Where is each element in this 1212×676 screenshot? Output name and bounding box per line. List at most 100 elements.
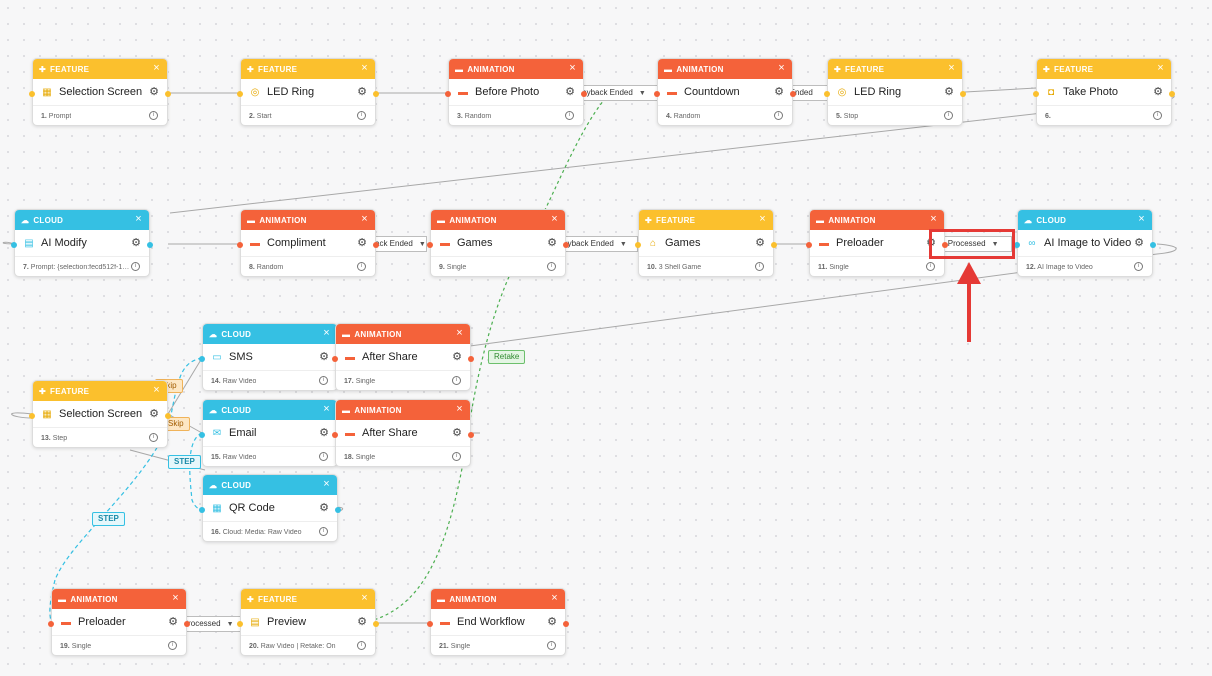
node-body[interactable]: ▬After Share⚙	[336, 420, 470, 447]
workflow-node[interactable]: ☁CLOUD×▦QR Code⚙16. Cloud: Media: Raw Vi…	[199, 474, 341, 542]
gear-icon[interactable]: ⚙	[131, 237, 141, 249]
node-body[interactable]: ▤Preview⚙	[241, 609, 375, 636]
node-body[interactable]: ◎LED Ring⚙	[828, 79, 962, 106]
node-body[interactable]: ▬Before Photo⚙	[449, 79, 583, 106]
info-icon[interactable]: i	[547, 641, 556, 650]
info-icon[interactable]: i	[755, 262, 764, 271]
close-icon[interactable]: ×	[569, 62, 576, 74]
close-icon[interactable]: ×	[153, 62, 160, 74]
input-port[interactable]	[806, 242, 812, 248]
info-icon[interactable]: i	[357, 262, 366, 271]
node-header[interactable]: ▬ANIMATION×	[52, 589, 186, 609]
node-body[interactable]: ▬Preloader⚙	[810, 230, 944, 257]
input-port[interactable]	[1033, 91, 1039, 97]
node-header[interactable]: ☁CLOUD×	[203, 475, 337, 495]
close-icon[interactable]: ×	[323, 403, 330, 415]
step-tag[interactable]: STEP	[92, 512, 125, 526]
close-icon[interactable]: ×	[361, 592, 368, 604]
node-body[interactable]: ▤AI Modify⚙	[15, 230, 149, 257]
input-port[interactable]	[29, 413, 35, 419]
close-icon[interactable]: ×	[930, 213, 937, 225]
node-body[interactable]: ∞AI Image to Video⚙	[1018, 230, 1152, 257]
node-header[interactable]: ▬ANIMATION×	[810, 210, 944, 230]
info-icon[interactable]: i	[149, 433, 158, 442]
gear-icon[interactable]: ⚙	[149, 86, 159, 98]
output-port[interactable]	[1169, 91, 1175, 97]
node-body[interactable]: ▬Compliment⚙	[241, 230, 375, 257]
input-port[interactable]	[427, 242, 433, 248]
node-body[interactable]: ▭SMS⚙	[203, 344, 337, 371]
output-port[interactable]	[165, 91, 171, 97]
close-icon[interactable]: ×	[361, 213, 368, 225]
info-icon[interactable]: i	[926, 262, 935, 271]
output-port[interactable]	[1150, 242, 1156, 248]
info-icon[interactable]: i	[357, 641, 366, 650]
output-port[interactable]	[184, 621, 190, 627]
close-icon[interactable]: ×	[456, 327, 463, 339]
output-port[interactable]	[942, 242, 948, 248]
output-port[interactable]	[468, 356, 474, 362]
close-icon[interactable]: ×	[153, 384, 160, 396]
output-port[interactable]	[373, 621, 379, 627]
input-port[interactable]	[199, 356, 205, 362]
info-icon[interactable]: i	[319, 527, 328, 536]
output-port[interactable]	[373, 91, 379, 97]
info-icon[interactable]: i	[774, 111, 783, 120]
node-body[interactable]: ▬Games⚙	[431, 230, 565, 257]
close-icon[interactable]: ×	[759, 213, 766, 225]
workflow-node[interactable]: ☁CLOUD×▤AI Modify⚙7. Prompt: {selection:…	[11, 209, 153, 277]
node-body[interactable]: ▦Selection Screen⚙	[33, 401, 167, 428]
node-body[interactable]: ◎LED Ring⚙	[241, 79, 375, 106]
input-port[interactable]	[237, 621, 243, 627]
output-port[interactable]	[335, 507, 341, 513]
node-header[interactable]: ▬ANIMATION×	[431, 210, 565, 230]
step-tag[interactable]: STEP	[168, 455, 201, 469]
input-port[interactable]	[237, 91, 243, 97]
input-port[interactable]	[11, 242, 17, 248]
close-icon[interactable]: ×	[551, 592, 558, 604]
edge-condition-select[interactable]: AI Processed▼	[934, 236, 1012, 252]
input-port[interactable]	[824, 91, 830, 97]
input-port[interactable]	[48, 621, 54, 627]
workflow-node[interactable]: ☁CLOUD×∞AI Image to Video⚙12. AI Image t…	[1014, 209, 1156, 277]
node-body[interactable]: ▬Countdown⚙	[658, 79, 792, 106]
output-port[interactable]	[468, 432, 474, 438]
gear-icon[interactable]: ⚙	[452, 427, 462, 439]
gear-icon[interactable]: ⚙	[547, 237, 557, 249]
info-icon[interactable]: i	[565, 111, 574, 120]
node-body[interactable]: ▦QR Code⚙	[203, 495, 337, 522]
info-icon[interactable]: i	[319, 452, 328, 461]
gear-icon[interactable]: ⚙	[944, 86, 954, 98]
gear-icon[interactable]: ⚙	[452, 351, 462, 363]
node-header[interactable]: ✚FEATURE×	[639, 210, 773, 230]
gear-icon[interactable]: ⚙	[1153, 86, 1163, 98]
input-port[interactable]	[29, 91, 35, 97]
info-icon[interactable]: i	[131, 262, 140, 271]
node-header[interactable]: ▬ANIMATION×	[449, 59, 583, 79]
close-icon[interactable]: ×	[361, 62, 368, 74]
info-icon[interactable]: i	[1153, 111, 1162, 120]
node-header[interactable]: ▬ANIMATION×	[336, 324, 470, 344]
node-header[interactable]: ☁CLOUD×	[203, 400, 337, 420]
gear-icon[interactable]: ⚙	[319, 427, 329, 439]
node-header[interactable]: ▬ANIMATION×	[658, 59, 792, 79]
node-header[interactable]: ▬ANIMATION×	[431, 589, 565, 609]
input-port[interactable]	[1014, 242, 1020, 248]
close-icon[interactable]: ×	[456, 403, 463, 415]
gear-icon[interactable]: ⚙	[357, 237, 367, 249]
node-header[interactable]: ☁CLOUD×	[203, 324, 337, 344]
info-icon[interactable]: i	[452, 452, 461, 461]
node-body[interactable]: ⌂Games⚙	[639, 230, 773, 257]
gear-icon[interactable]: ⚙	[168, 616, 178, 628]
gear-icon[interactable]: ⚙	[1134, 237, 1144, 249]
node-header[interactable]: ✚FEATURE×	[1037, 59, 1171, 79]
node-header[interactable]: ☁CLOUD×	[15, 210, 149, 230]
info-icon[interactable]: i	[452, 376, 461, 385]
output-port[interactable]	[771, 242, 777, 248]
